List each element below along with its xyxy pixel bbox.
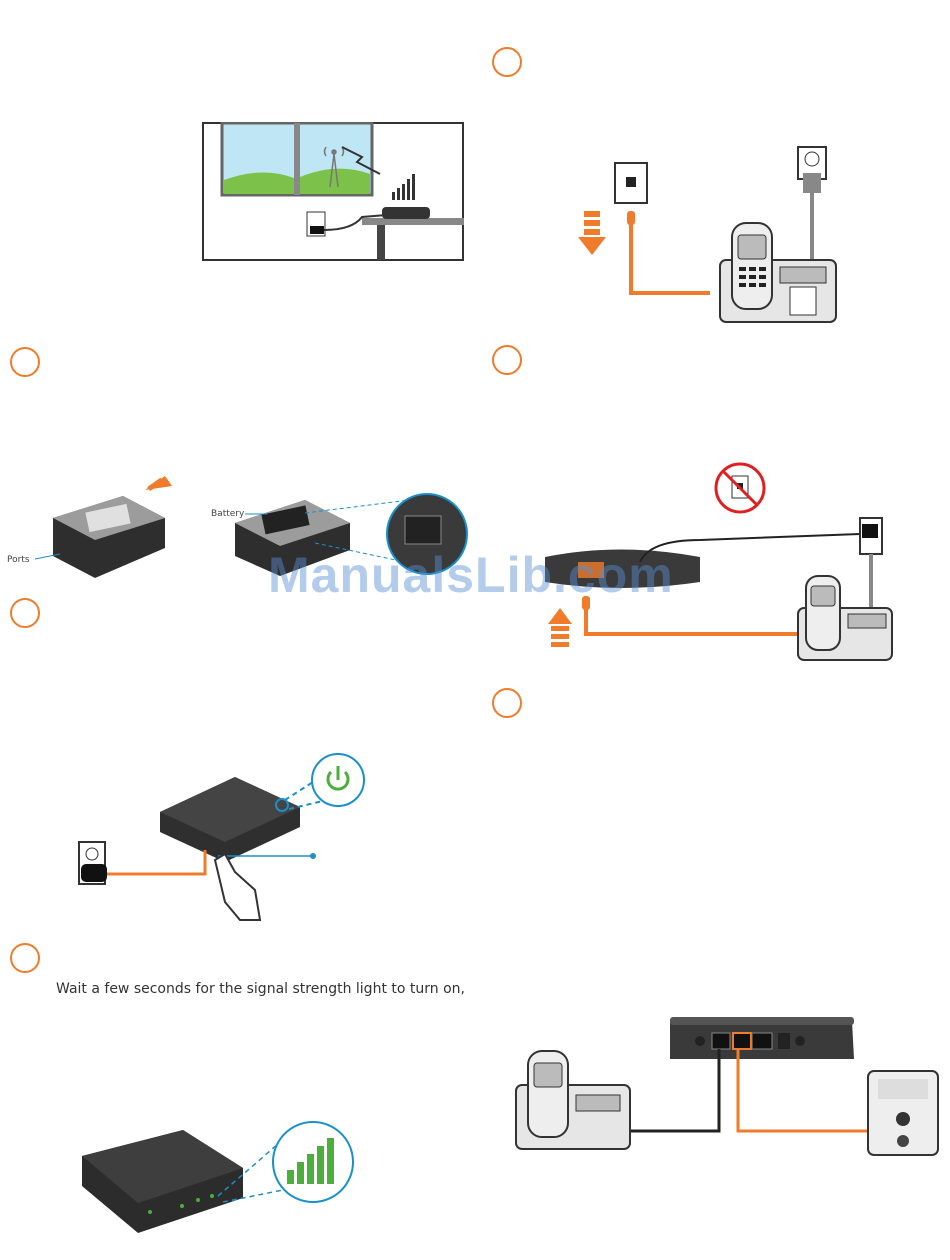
alarm-panel-icon bbox=[868, 1071, 938, 1155]
signal-strength-illustration bbox=[78, 1118, 363, 1248]
cordless-phone-icon bbox=[516, 1051, 630, 1149]
ports-label: Ports bbox=[7, 555, 30, 565]
step-circle bbox=[10, 598, 40, 628]
step7-instruction: Wait a few seconds for the signal streng… bbox=[56, 981, 465, 997]
watermark: ManualsLib.com bbox=[268, 546, 674, 604]
hand-icon bbox=[215, 854, 260, 920]
step-circle bbox=[10, 943, 40, 973]
no-jack-icon bbox=[716, 464, 764, 512]
step-circle bbox=[492, 688, 522, 718]
step-circle bbox=[492, 47, 522, 77]
arrow-icon bbox=[578, 211, 606, 255]
step-circle bbox=[492, 345, 522, 375]
disconnect-phone-illustration bbox=[570, 145, 850, 330]
rear-ports-illustration bbox=[512, 1015, 942, 1160]
wall-outlet-icon bbox=[79, 842, 107, 884]
step-circle bbox=[10, 347, 40, 377]
cordless-phone-icon bbox=[720, 223, 836, 322]
arrow-icon bbox=[145, 476, 172, 491]
phone-jack-icon bbox=[615, 163, 647, 203]
power-on-illustration bbox=[75, 752, 375, 922]
cordless-phone-icon bbox=[798, 576, 892, 660]
battery-label: Battery bbox=[211, 509, 245, 519]
wall-outlet-icon bbox=[860, 518, 882, 554]
arrow-icon bbox=[548, 608, 572, 647]
placement-illustration bbox=[202, 122, 464, 262]
